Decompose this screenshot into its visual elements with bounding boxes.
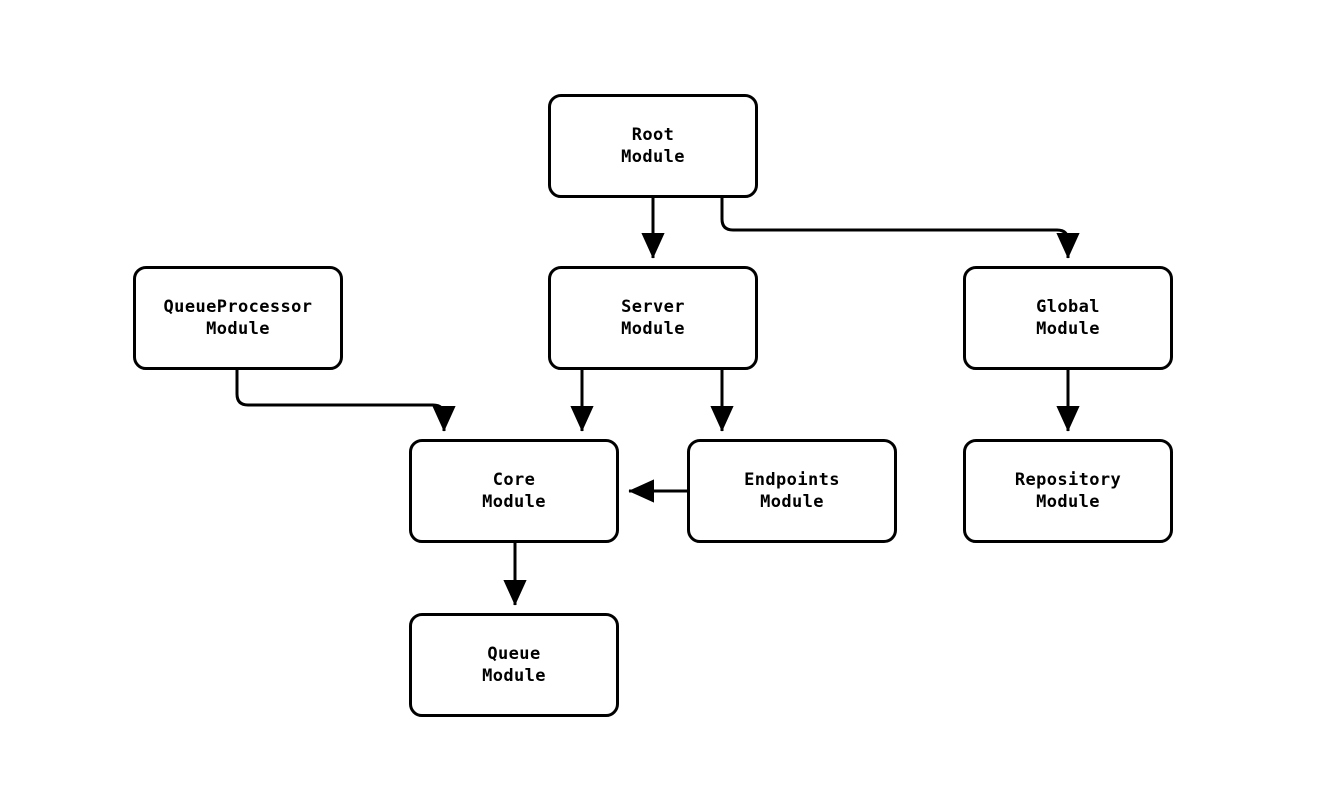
node-label-root: Root Module (621, 125, 685, 167)
node-endpoints[interactable]: Endpoints Module (687, 439, 897, 543)
node-root[interactable]: Root Module (548, 94, 758, 198)
node-label-endpoints: Endpoints Module (744, 470, 840, 512)
node-label-server: Server Module (621, 297, 685, 339)
node-label-global: Global Module (1036, 297, 1100, 339)
node-queueprocessor[interactable]: QueueProcessor Module (133, 266, 343, 370)
node-label-queueprocessor: QueueProcessor Module (163, 297, 313, 339)
edge-root-global (720, 198, 1080, 259)
node-global[interactable]: Global Module (963, 266, 1173, 370)
node-label-repository: Repository Module (1014, 470, 1122, 512)
node-label-queue: Queue Module (482, 644, 546, 686)
node-queue[interactable]: Queue Module (409, 613, 619, 717)
edge-queueprocessor-core (235, 370, 456, 432)
node-label-core: Core Module (482, 470, 546, 512)
edge-group (235, 198, 1080, 606)
node-repository[interactable]: Repository Module (963, 439, 1173, 543)
node-server[interactable]: Server Module (548, 266, 758, 370)
node-core[interactable]: Core Module (409, 439, 619, 543)
